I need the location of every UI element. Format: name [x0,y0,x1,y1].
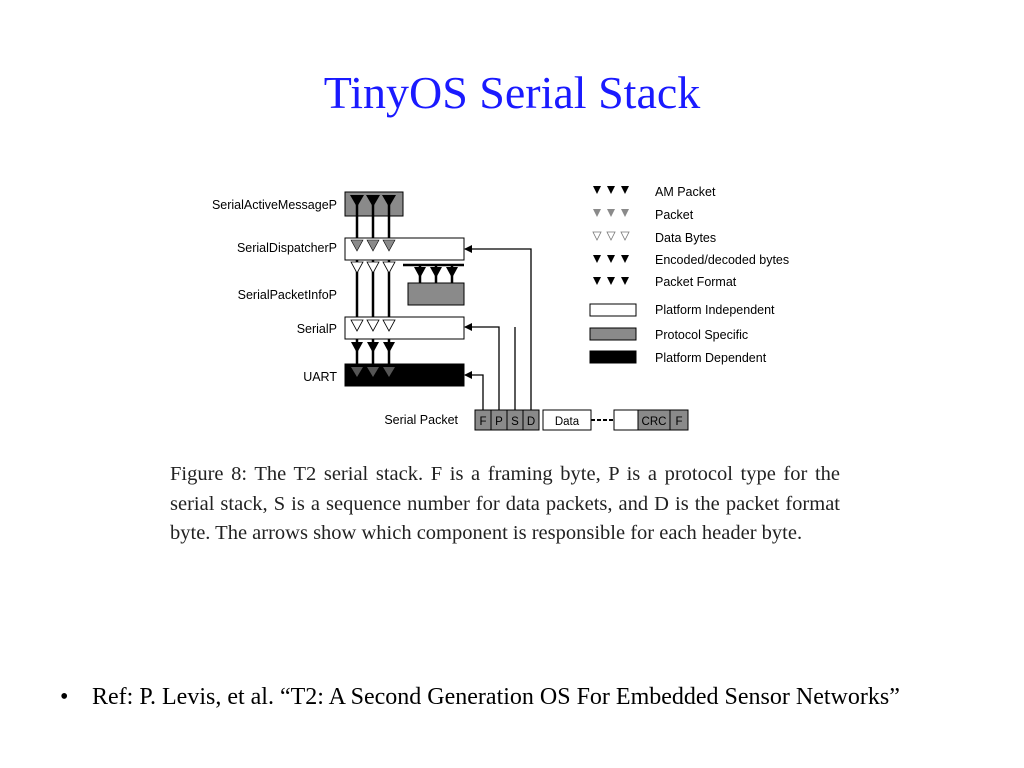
legend-packet-format: Packet Format [655,275,737,289]
serial-dispatcher-box [344,237,465,261]
legend-protocol-specific-swatch [589,327,637,341]
legend-platform-independent-swatch [589,303,637,317]
bullet-icon: • [60,684,69,710]
legend-packet: Packet [655,208,694,222]
label-serial-dispatcher: SerialDispatcherP [237,241,337,255]
legend-protocol-specific: Protocol Specific [655,328,748,342]
legend: AM Packet Packet Data Bytes Encoded/deco… [589,185,789,365]
legend-packet-format-icon [593,277,629,285]
label-uart: UART [303,370,337,384]
legend-am-packet-icon [593,186,629,194]
packet-triangles [350,239,396,252]
serial-packet-label: Serial Packet [384,413,458,427]
legend-platform-independent: Platform Independent [655,303,775,317]
figure-caption: Figure 8: The T2 serial stack. F is a fr… [170,463,840,544]
field-d: D [527,416,535,428]
legend-platform-dependent: Platform Dependent [655,351,767,365]
field-f-end: F [675,416,682,428]
legend-data-bytes: Data Bytes [655,231,716,245]
legend-packet-icon [593,209,629,217]
reference-text: Ref: P. Levis, et al. “T2: A Second Gene… [92,684,900,710]
field-s: S [511,416,519,428]
label-serial: SerialP [297,322,337,336]
serial-packet-info-box [407,282,465,306]
legend-encoded-bytes-icon [593,255,629,263]
uart-box [344,363,465,387]
label-serial-packet-info: SerialPacketInfoP [238,288,337,302]
label-serial-active-message: SerialActiveMessageP [212,198,337,212]
responsibility-arrows [464,245,532,410]
slide-title: TinyOS Serial Stack [323,67,701,118]
serial-packet-fields [474,409,689,431]
field-f-start: F [479,416,486,428]
field-p: P [495,416,503,428]
am-packet-triangles [350,195,396,207]
legend-encoded-bytes: Encoded/decoded bytes [655,253,789,267]
legend-am-packet: AM Packet [655,185,716,199]
uart-byte-triangles [351,367,395,377]
legend-platform-dependent-swatch [589,350,637,364]
field-data: Data [555,416,580,428]
encoded-byte-triangles [351,342,395,353]
field-crc: CRC [642,416,667,428]
packet-format-triangles [414,267,458,278]
legend-data-bytes-icon [592,231,630,241]
data-byte-triangles [350,261,396,332]
